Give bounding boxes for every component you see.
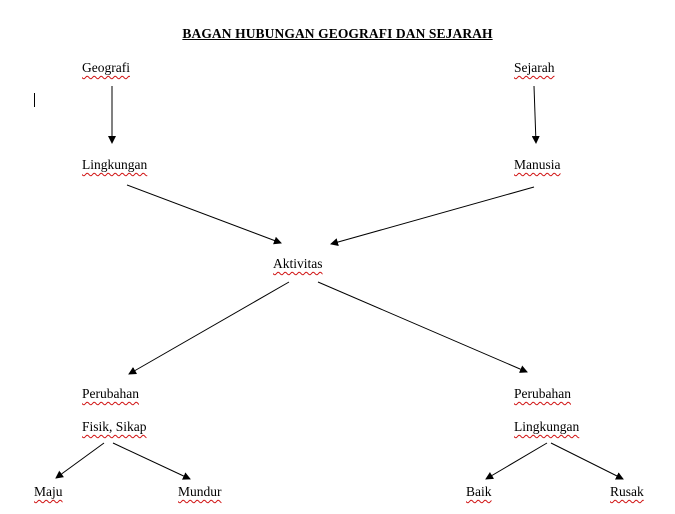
node-lingkungan-bottom: Lingkungan (514, 419, 580, 434)
arrow-aktivitas-to-perubahan-left (128, 281, 290, 375)
node-manusia: Manusia (514, 157, 561, 172)
node-lingkungan-top: Lingkungan (82, 157, 148, 172)
diagram-title: BAGAN HUBUNGAN GEOGRAFI DAN SEJARAH (182, 26, 493, 41)
arrow-lingkungan-bottom-to-baik (485, 442, 548, 480)
arrow-fisik-sikap-to-mundur (112, 442, 191, 480)
node-rusak: Rusak (610, 484, 644, 499)
node-baik: Baik (466, 484, 492, 499)
arrow-fisik-sikap-to-maju (55, 442, 105, 479)
node-geografi: Geografi (82, 60, 130, 75)
arrow-aktivitas-to-perubahan-right (317, 281, 528, 373)
node-perubahan-left: Perubahan (82, 386, 139, 401)
node-sejarah: Sejarah (514, 60, 555, 75)
arrow-lingkungan-bottom-to-rusak (550, 442, 624, 480)
node-maju: Maju (34, 484, 63, 499)
arrow-manusia-to-aktivitas (330, 186, 535, 246)
node-perubahan-right: Perubahan (514, 386, 571, 401)
node-aktivitas: Aktivitas (273, 256, 323, 271)
node-mundur: Mundur (178, 484, 222, 499)
arrow-lingkungan-top-to-aktivitas (126, 184, 282, 245)
arrow-sejarah-to-manusia (531, 85, 540, 144)
text-cursor (34, 93, 35, 107)
node-fisik-sikap: Fisik, Sikap (82, 419, 147, 434)
